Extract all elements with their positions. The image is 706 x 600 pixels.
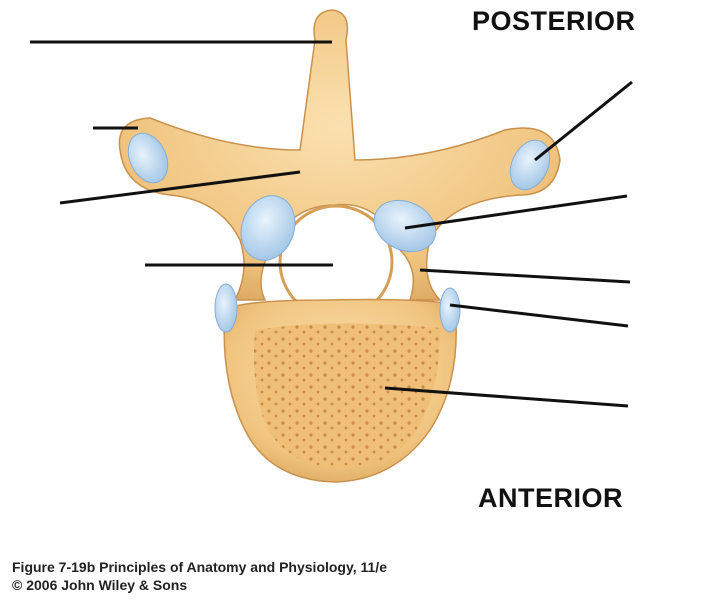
leader-line-superior-articular-facet	[404, 194, 628, 230]
leader-lines	[30, 40, 633, 408]
figure-caption: Figure 7-19b Principles of Anatomy and P…	[12, 559, 387, 575]
superior-costal-facet-right	[439, 287, 461, 333]
transverse-costal-facet-right	[509, 139, 551, 191]
leader-line-superior-costal-facet	[449, 303, 629, 328]
leader-line-lamina	[59, 170, 301, 205]
transverse-costal-facet-left	[127, 132, 169, 184]
posterior-label: POSTERIOR	[472, 6, 636, 36]
superior-articular-facet-right	[373, 199, 437, 253]
copyright-notice: © 2006 John Wiley & Sons	[12, 577, 188, 593]
leader-line-pedicle	[419, 268, 631, 284]
leader-line-transverse-process	[534, 80, 633, 162]
spongy-bone	[253, 323, 440, 469]
superior-articular-facet-left	[240, 195, 296, 261]
superior-costal-facet-left	[214, 283, 238, 333]
leader-line-body	[384, 386, 629, 408]
anterior-label: ANTERIOR	[478, 483, 623, 513]
